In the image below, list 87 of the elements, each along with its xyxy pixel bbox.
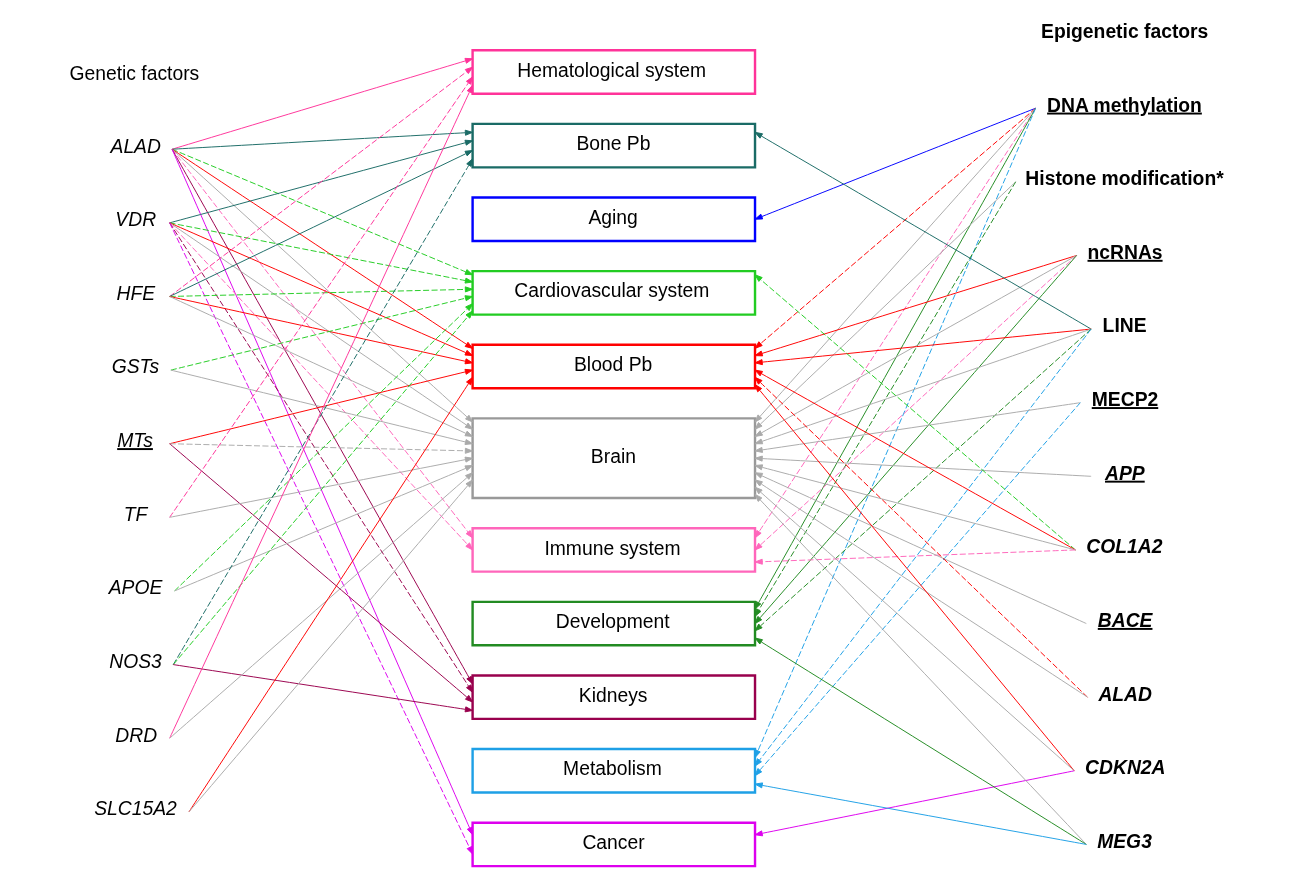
node-text: ALAD [110, 135, 161, 157]
arrow [171, 148, 473, 349]
node-box: Kidneys [470, 674, 756, 721]
arrow [754, 402, 1081, 453]
arrow [754, 369, 1076, 551]
arrow [188, 479, 473, 813]
arrow [754, 107, 1036, 220]
arrow [754, 782, 1087, 845]
arrow [172, 664, 473, 713]
node-text: NOS3 [108, 650, 162, 672]
node-text: MTs [116, 430, 153, 452]
node-text: CDKN2A [1084, 757, 1166, 779]
arrow [173, 303, 473, 592]
node-text: MEG3 [1096, 830, 1152, 852]
arrow [754, 549, 1076, 565]
arrow [754, 328, 1092, 445]
arrow [168, 443, 473, 703]
arrow [754, 464, 1076, 551]
node-box: Cardiovascular system [470, 269, 756, 316]
node-text: BACE [1097, 609, 1152, 631]
node-box: Hematological system [470, 49, 756, 95]
node-text: Histone modification* [1024, 168, 1224, 190]
arrow [168, 456, 473, 518]
arrow [168, 76, 473, 518]
node-text: SLC15A2 [93, 798, 177, 820]
arrow [754, 479, 1088, 698]
arrow [754, 254, 1077, 437]
arrow [171, 129, 473, 150]
arrow [754, 181, 1016, 617]
arrow [171, 148, 473, 423]
arrow [168, 149, 473, 297]
arrow [754, 376, 1088, 698]
label: Genetic factors [68, 63, 199, 85]
node-text: LINE [1102, 315, 1147, 337]
node-box: Development [470, 600, 756, 647]
arrow [168, 222, 473, 430]
arrow [754, 328, 1092, 366]
arrow [168, 222, 473, 284]
arrow [754, 493, 1087, 845]
node-text: COL1A2 [1085, 536, 1162, 558]
arrow [754, 486, 1075, 772]
arrow [754, 472, 1087, 625]
arrow [173, 464, 473, 592]
node-text: MECP2 [1091, 389, 1158, 411]
arrow [172, 310, 473, 666]
arrow [168, 222, 473, 693]
arrow [754, 107, 1036, 758]
node-text: GSTs [111, 356, 159, 378]
arrow [168, 472, 473, 739]
arrow [754, 254, 1077, 625]
node-box: Blood Pb [470, 343, 756, 390]
node-text: HFE [116, 282, 155, 304]
arrow [168, 443, 473, 454]
arrow [168, 222, 473, 357]
node-text: VDR [114, 209, 156, 231]
node-text: APOE [108, 577, 162, 599]
arrow [168, 66, 473, 297]
arrow [754, 637, 1087, 845]
arrow [754, 181, 1016, 430]
node-text: ALAD [1097, 683, 1152, 705]
node-box: Metabolism [470, 747, 756, 794]
node-box: Aging [470, 196, 756, 243]
arrow [168, 296, 473, 437]
node-box: Brain [470, 417, 756, 500]
arrow [171, 148, 473, 539]
node-text: DRD [114, 724, 157, 746]
node-box: Cancer [470, 821, 756, 868]
arrow [754, 254, 1077, 357]
arrow [754, 328, 1092, 767]
arrow [754, 131, 1092, 330]
arrow [754, 328, 1092, 632]
node-box: Immune system [470, 527, 756, 573]
node-box: Bone Pb [470, 122, 756, 169]
arrow [168, 222, 473, 551]
arrow [754, 455, 1092, 477]
arrow [754, 107, 1036, 349]
arrow [188, 376, 473, 813]
arrow [754, 770, 1075, 837]
arrow [168, 84, 473, 739]
arrow [754, 107, 1036, 423]
node-text: DNA methylation [1046, 94, 1202, 116]
node-text: TF [123, 503, 147, 525]
label: Epigenetic factors [1040, 20, 1208, 42]
arrow [171, 57, 473, 150]
node-text: ncRNAs [1087, 241, 1163, 263]
arrow [168, 139, 473, 224]
node-text: APP [1104, 462, 1145, 484]
